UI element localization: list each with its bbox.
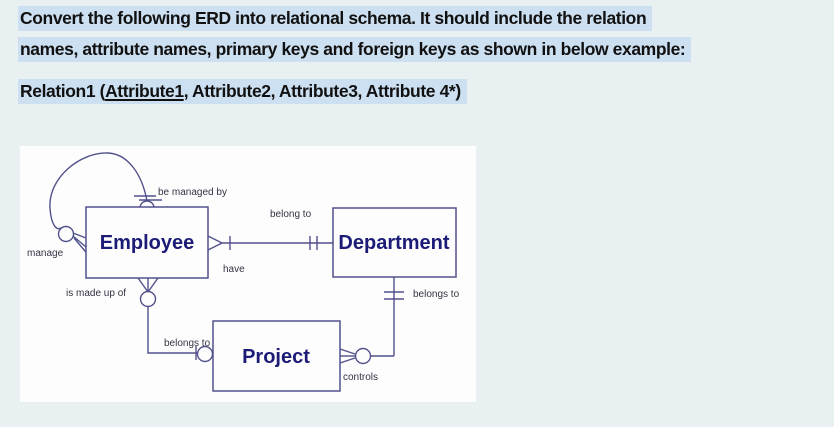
self-loop-connector — [49, 152, 148, 230]
erd-diagram: Employee Department Project be managed b… — [27, 152, 460, 392]
crows-foot-line — [137, 277, 149, 293]
crows-foot-line — [207, 235, 223, 244]
question-line-2: names, attribute names, primary keys and… — [18, 34, 692, 65]
label-manage: manage — [27, 248, 64, 259]
label-is-made-up-of: is made up of — [66, 288, 126, 299]
highlighted-text: Relation1 (Attribute1, Attribute2, Attri… — [18, 79, 467, 104]
crows-foot-line — [339, 357, 356, 364]
label-belong-to: belong to — [270, 209, 312, 220]
example-primary-key: Attribute1 — [105, 81, 184, 101]
optional-circle — [354, 347, 372, 365]
erd-diagram-image: Employee Department Project be managed b… — [20, 146, 476, 402]
entity-box-employee — [85, 206, 209, 279]
example-schema-line: Relation1 (Attribute1, Attribute2, Attri… — [18, 76, 691, 107]
relationship-line — [147, 307, 197, 354]
crows-foot-line — [72, 235, 87, 248]
crows-foot-line — [339, 348, 356, 355]
entity-name-department: Department — [338, 232, 449, 254]
question-text: Convert the following ERD into relationa… — [18, 3, 692, 107]
entity-box-project — [212, 320, 341, 392]
highlighted-text: names, attribute names, primary keys and… — [18, 37, 692, 62]
example-suffix: , Attribute2, Attribute3, Attribute 4*) — [183, 81, 461, 101]
entity-name-employee: Employee — [100, 232, 194, 254]
highlighted-text: Convert the following ERD into relationa… — [18, 6, 653, 31]
optional-circle — [57, 225, 75, 243]
entity-name-project: Project — [242, 346, 310, 368]
optional-circle — [139, 290, 157, 308]
label-have: have — [223, 264, 245, 275]
label-be-managed-by: be managed by — [158, 187, 227, 198]
entity-box-department — [332, 207, 457, 278]
question-line-1: Convert the following ERD into relationa… — [18, 3, 691, 34]
example-prefix: Relation1 ( — [20, 81, 106, 101]
label-belongs-to-department: belongs to — [413, 289, 460, 300]
crows-foot-line — [72, 232, 87, 239]
label-belongs-to-project: belongs to — [164, 338, 211, 349]
crows-foot-line — [147, 277, 159, 293]
crows-foot-line — [207, 242, 223, 251]
label-controls: controls — [343, 372, 378, 383]
